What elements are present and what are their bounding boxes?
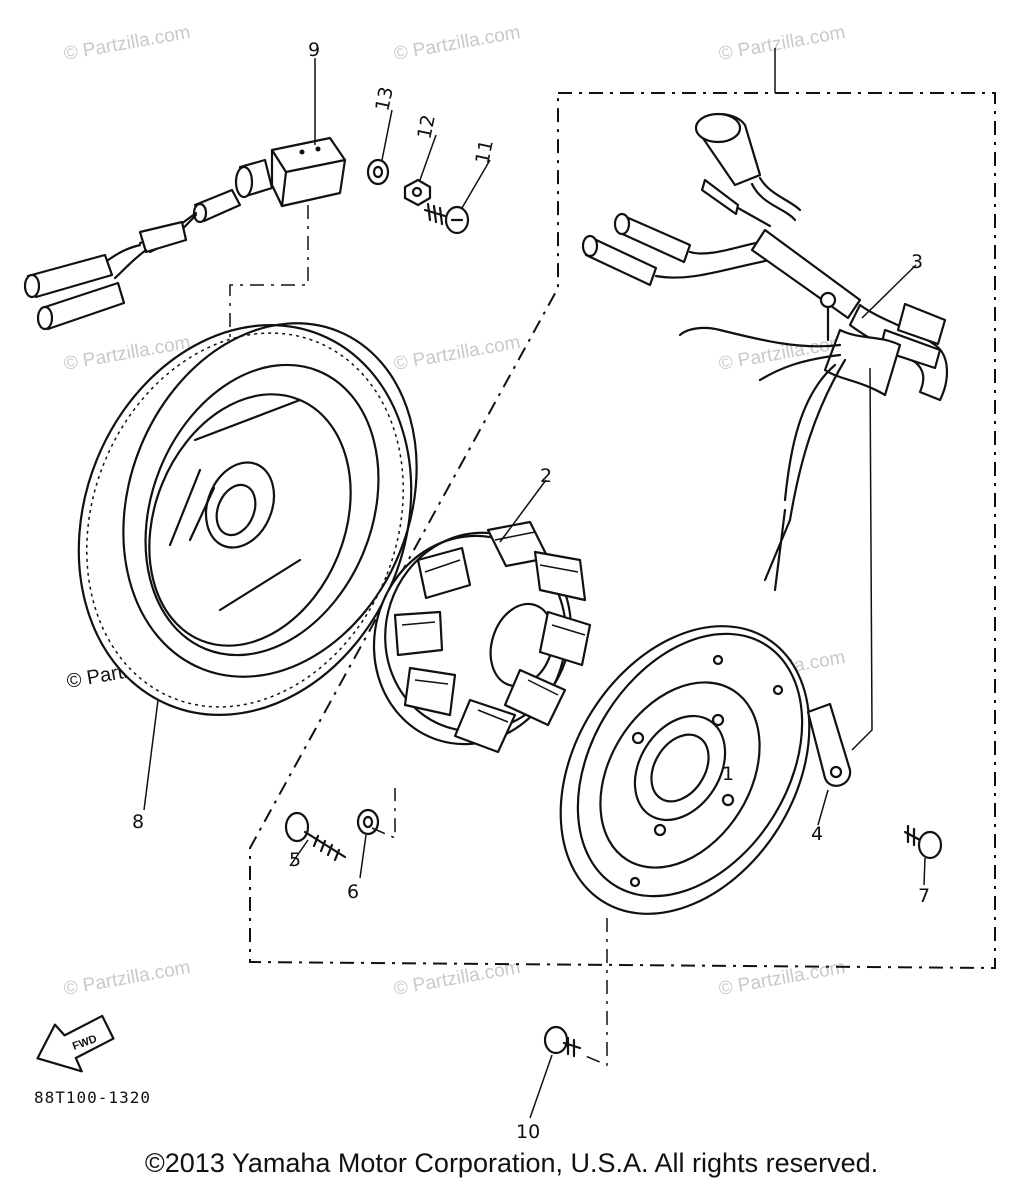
callout-5: 5	[289, 849, 301, 871]
leader-5	[289, 839, 309, 867]
base-plate	[559, 625, 811, 915]
leader-3-to-clamp	[851, 367, 873, 751]
leader-8	[143, 699, 159, 811]
leader-2	[499, 479, 547, 543]
leader-7	[923, 857, 926, 886]
screw-10	[543, 1025, 582, 1058]
leader-12	[419, 134, 437, 181]
callout-9: 9	[308, 39, 320, 61]
leader-10-to-screw	[529, 1054, 553, 1119]
bolt-5	[284, 811, 347, 862]
screw-11	[423, 202, 470, 235]
washer-6	[356, 808, 380, 836]
screw-7	[903, 824, 943, 860]
leader-3	[861, 264, 917, 319]
stator-assembly-boundary	[249, 92, 996, 970]
leader-13	[381, 109, 393, 161]
callout-labels: 1 2 3 4 5 6 7 8 9 10 11 12 13	[132, 39, 930, 1140]
callout-3: 3	[911, 251, 923, 273]
callout-12: 12	[413, 113, 440, 141]
callout-2: 2	[540, 465, 552, 487]
nut-12	[403, 178, 432, 207]
leader-6-to-stator	[371, 788, 396, 840]
callout-13: 13	[371, 85, 398, 113]
callout-10: 10	[516, 1121, 540, 1140]
stator	[372, 520, 592, 754]
callout-8: 8	[132, 811, 144, 833]
leader-6	[359, 834, 367, 879]
watermark: © Partzilla.com	[717, 957, 847, 1000]
watermark: © Partzilla.com	[392, 332, 522, 375]
watermark: © Partzilla.com	[62, 957, 192, 1000]
watermark: © Partzilla.com	[392, 22, 522, 65]
part-code: 88T100-1320	[34, 1088, 151, 1107]
leader-10	[582, 918, 608, 1067]
leader-lines	[143, 58, 926, 1119]
callout-1: 1	[722, 763, 734, 785]
callout-7: 7	[918, 885, 930, 907]
leader-4	[817, 789, 829, 826]
clamp	[806, 702, 852, 787]
pickup-coil	[23, 136, 347, 331]
copyright-footer: ©2013 Yamaha Motor Corporation, U.S.A. A…	[144, 1148, 879, 1178]
leader-11	[461, 159, 491, 209]
washer-13	[366, 158, 390, 186]
callout-11: 11	[471, 138, 498, 166]
flywheel	[77, 322, 418, 716]
leader-9-to-flywheel	[229, 205, 309, 338]
watermark: © Partzilla.com	[62, 22, 192, 65]
callout-6: 6	[347, 881, 359, 903]
watermark: © Partzilla.com	[717, 22, 847, 65]
callout-4: 4	[811, 823, 823, 845]
wire-harness	[581, 112, 949, 592]
fwd-arrow: FWD	[36, 1014, 115, 1073]
diagram-canvas: © Partzilla.com © Partzilla.com © Partzi…	[23, 22, 996, 1140]
